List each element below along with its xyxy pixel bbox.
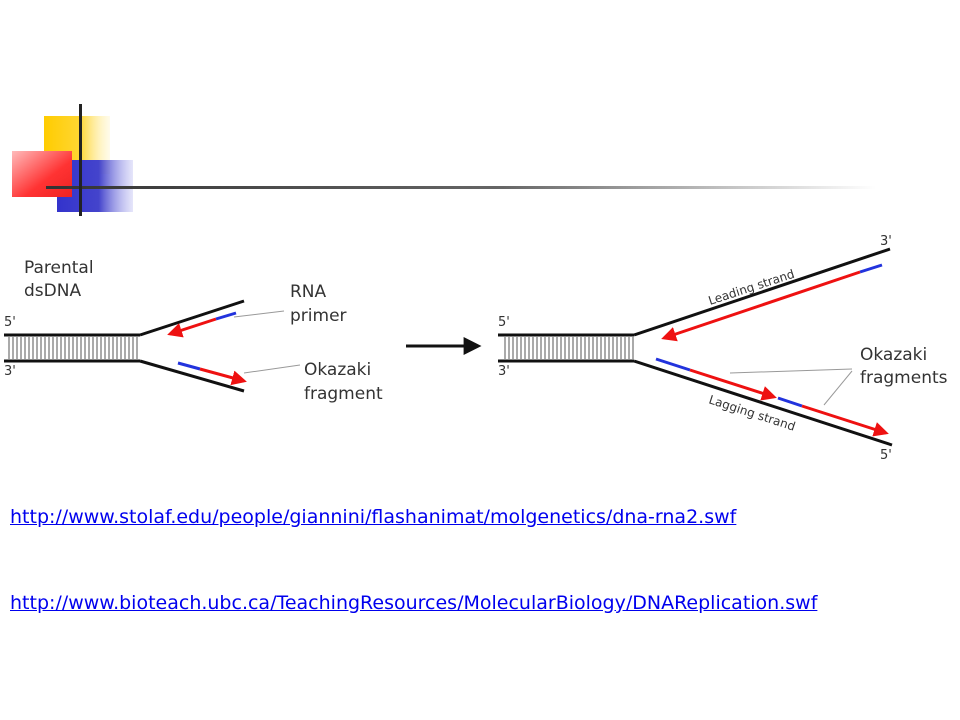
lagging-fragment-1	[689, 368, 777, 401]
left-replication-fork: Parental dsDNA 5' 3' RNA primer Okazaki …	[4, 258, 383, 404]
parental-label-line1: Parental	[24, 258, 94, 278]
rna-primer-label-line1: RNA	[290, 282, 327, 302]
okazaki-fragments-label-line2: fragments	[860, 368, 948, 388]
okazaki-pointer	[243, 364, 301, 374]
leading-new-strand	[661, 270, 861, 342]
stolaf-animation-link[interactable]: http://www.stolaf.edu/people/giannini/fl…	[10, 506, 737, 528]
horizontal-rule	[46, 186, 876, 189]
lagging-primer-1	[655, 357, 691, 372]
slide-decoration	[12, 104, 876, 216]
parental-duplex-rungs	[6, 337, 140, 359]
fork-top-arm	[139, 299, 245, 337]
dna-replication-diagram: Parental dsDNA 5' 3' RNA primer Okazaki …	[4, 234, 948, 463]
rna-primer-top	[215, 311, 237, 321]
top-three-prime-label: 3'	[880, 234, 892, 249]
leading-primer	[859, 263, 883, 274]
leading-strand-label: Leading strand	[707, 267, 797, 308]
rna-primer-pointer	[233, 310, 285, 318]
okazaki-new-strand	[199, 367, 247, 386]
right-replication-fork: 5' 3' 3' 5' Leading strand Lagging stran…	[498, 234, 948, 463]
right-three-prime-label: 3'	[498, 364, 510, 379]
right-duplex-rungs	[502, 337, 634, 359]
red-square	[12, 151, 72, 197]
okazaki-pointer-2	[823, 370, 853, 406]
left-three-prime-label: 3'	[4, 364, 16, 379]
bioteach-animation-link[interactable]: http://www.bioteach.ubc.ca/TeachingResou…	[10, 592, 818, 614]
lagging-fragment-2	[801, 404, 889, 437]
fork-bottom-arm	[139, 359, 245, 393]
right-five-prime-label: 5'	[498, 315, 510, 330]
bottom-five-prime-label: 5'	[880, 448, 892, 463]
okazaki-label-line2: fragment	[304, 384, 383, 404]
okazaki-fragments-label-line1: Okazaki	[860, 345, 927, 365]
leading-template-strand	[633, 247, 891, 337]
lagging-template-strand	[633, 359, 893, 447]
rna-primer-bottom	[177, 361, 201, 371]
rna-primer-label-line2: primer	[290, 306, 347, 326]
leading-new-strand	[167, 317, 217, 338]
okazaki-label-line1: Okazaki	[304, 360, 371, 380]
lagging-primer-2	[777, 396, 803, 408]
left-five-prime-label: 5'	[4, 315, 16, 330]
vertical-rule	[79, 104, 82, 216]
okazaki-pointer-1	[729, 368, 853, 374]
parental-label-line2: dsDNA	[24, 281, 81, 301]
